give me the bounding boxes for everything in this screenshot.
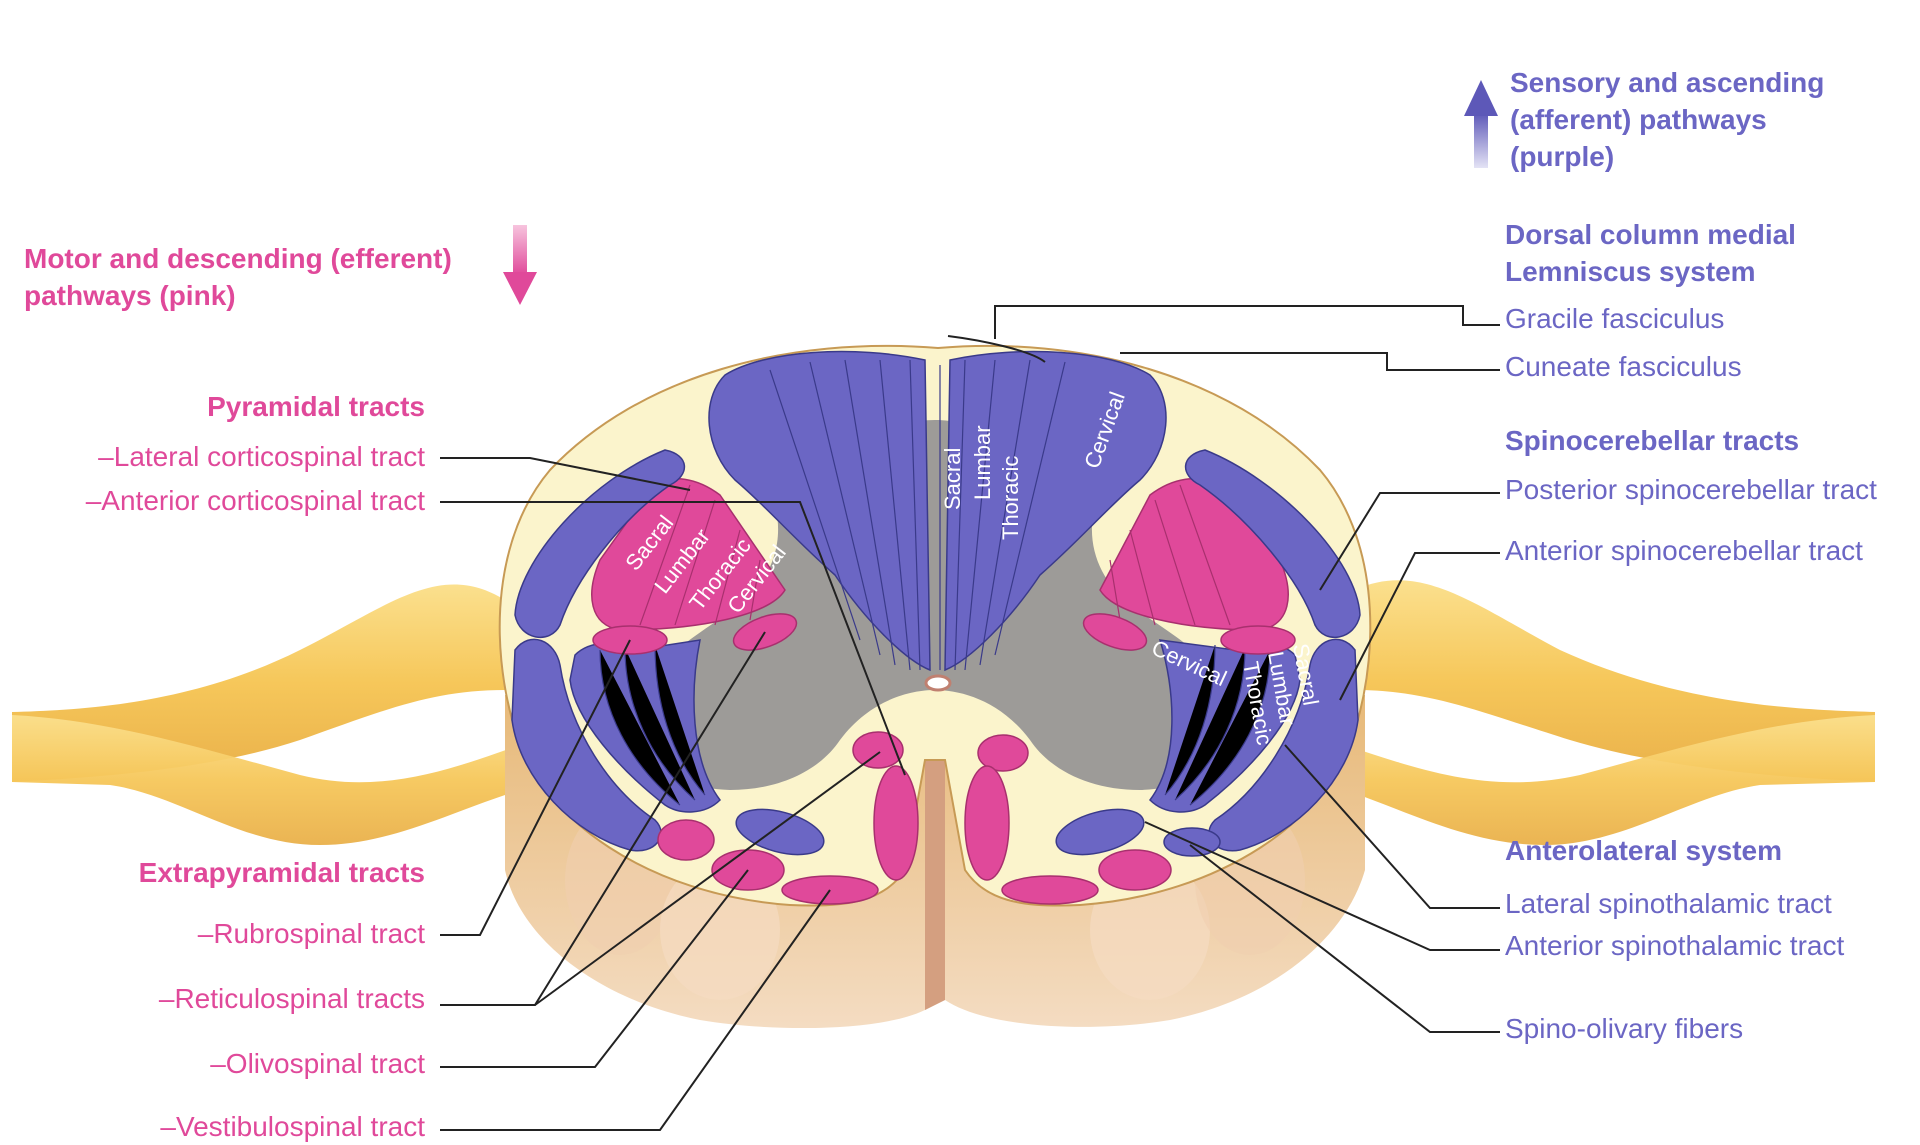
motor-legend-line2: pathways (pink): [24, 279, 236, 313]
reticulospinal-label: –Reticulospinal tracts: [159, 982, 425, 1016]
posterior-spinocerebellar-label: Posterior spinocerebellar tract: [1505, 473, 1877, 507]
dorsal-thoracic-label: Thoracic: [998, 456, 1023, 540]
dorsal-column-heading-line2: Lemniscus system: [1505, 255, 1756, 289]
vestibulospinal-label: –Vestibulospinal tract: [160, 1110, 425, 1144]
spino-olivary-label: Spino-olivary fibers: [1505, 1012, 1743, 1046]
rubrospinal-label: –Rubrospinal tract: [198, 917, 425, 951]
motor-legend-line1: Motor and descending (efferent): [24, 242, 452, 276]
lateral-spinothalamic-label: Lateral spinothalamic tract: [1505, 887, 1832, 921]
anterior-corticospinal-label: –Anterior corticospinal tract: [86, 484, 425, 518]
dorsal-sacral-label: Sacral: [940, 448, 965, 510]
pyramidal-tracts-heading: Pyramidal tracts: [207, 390, 425, 424]
sensory-legend-line1: Sensory and ascending: [1510, 66, 1824, 100]
left-nerve-roots: [12, 585, 520, 845]
olivospinal-label: –Olivospinal tract: [210, 1047, 425, 1081]
sensory-legend-line3: (purple): [1510, 140, 1614, 174]
anterior-spinothalamic-label: Anterior spinothalamic tract: [1505, 929, 1844, 963]
spinocerebellar-heading: Spinocerebellar tracts: [1505, 424, 1799, 458]
afferent-arrow-icon: [1464, 80, 1498, 168]
gracile-fasciculus-label: Gracile fasciculus: [1505, 302, 1724, 336]
dorsal-column-heading-line1: Dorsal column medial: [1505, 218, 1796, 252]
cuneate-fasciculus-label: Cuneate fasciculus: [1505, 350, 1742, 384]
anterior-spinocerebellar-label: Anterior spinocerebellar tract: [1505, 534, 1863, 568]
efferent-arrow-icon: [503, 225, 537, 305]
anterolateral-heading: Anterolateral system: [1505, 834, 1782, 868]
sensory-legend-line2: (afferent) pathways: [1510, 103, 1767, 137]
lateral-corticospinal-label: –Lateral corticospinal tract: [98, 440, 425, 474]
central-canal: [926, 676, 950, 690]
dorsal-lumbar-label: Lumbar: [970, 425, 995, 500]
right-nerve-roots: [1345, 580, 1875, 845]
extrapyramidal-tracts-heading: Extrapyramidal tracts: [139, 856, 425, 890]
